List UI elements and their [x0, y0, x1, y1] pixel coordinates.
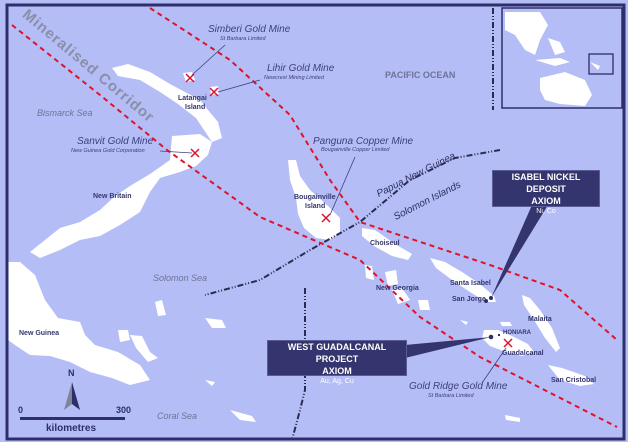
island-santa-isabel	[430, 258, 496, 302]
san-jorge-dot	[484, 299, 488, 303]
santa-isabel-label: Santa Isabel	[450, 280, 491, 287]
island-malaita	[522, 295, 560, 352]
scale-unit: kilometres	[46, 423, 97, 434]
mine-name-simberi: Simberi Gold Mine	[208, 24, 291, 35]
mine-operator-lihir: Newcrest Mining Limited	[264, 75, 324, 81]
mine-icon-gold-ridge	[503, 338, 513, 348]
new-britain-label: New Britain	[93, 193, 132, 200]
island-choiseul	[362, 228, 412, 260]
bougainville-label-2: Island	[305, 203, 326, 210]
solomon-sea-label: Solomon Sea	[153, 273, 208, 283]
project-company: AXIOM	[322, 366, 352, 376]
project-commodities: Ni, Co	[536, 208, 556, 215]
guadalcanal-label: Guadalcanal	[502, 350, 544, 357]
new-georgia-label: New Georgia	[376, 285, 419, 292]
inset-locator-map	[501, 7, 623, 109]
mine-icon-lihir	[209, 87, 219, 97]
scale-end: 300	[116, 405, 132, 415]
island-new-georgia	[365, 265, 430, 310]
mine-operator-sanvit: New Guinea Gold Corporation	[71, 148, 145, 154]
malaita-label: Malaita	[528, 316, 552, 323]
latangai-label-1: Latangai	[178, 95, 207, 102]
mine-name-lihir: Lihir Gold Mine	[267, 63, 335, 74]
mine-operator-panguna: Bougainville Copper Limited	[321, 147, 390, 153]
north-label: N	[68, 368, 75, 378]
mineralised-corridor-lines	[11, 7, 618, 428]
mine-icon-panguna	[321, 213, 331, 223]
scale-start: 0	[18, 405, 24, 415]
project-title: WEST GUADALCANAL PROJECT	[287, 342, 387, 364]
honiara-label: HONIARA	[503, 330, 531, 336]
latangai-label-2: Island	[185, 104, 206, 111]
corridor-line-lower	[11, 24, 618, 428]
mine-icon-sanvit	[190, 148, 200, 158]
corridor-line-upper	[149, 7, 618, 341]
guadalcanal-callout-pointer	[405, 337, 491, 358]
san-cristobal-label: San Cristobal	[551, 377, 597, 384]
project-company: AXIOM	[531, 196, 561, 206]
island-new-ireland	[112, 64, 222, 142]
mine-name-sanvit: Sanvit Gold Mine	[77, 136, 154, 147]
mine-operator-gold-ridge: St Barbara Limited	[428, 393, 474, 399]
isabel-callout-pointer	[491, 205, 548, 298]
project-commodities: Au, Ag, Cu	[320, 378, 354, 385]
mine-name-panguna: Panguna Copper Mine	[313, 136, 414, 147]
choiseul-label: Choiseul	[370, 240, 400, 247]
pacific-ocean-label: PACIFIC OCEAN	[385, 70, 456, 80]
png-solomon-border	[204, 8, 501, 441]
isabel-nickel-deposit-callout: ISABEL NICKEL DEPOSIT AXIOM Ni, Co	[492, 170, 600, 215]
west-guadalcanal-dot	[488, 334, 494, 340]
coral-sea-label: Coral Sea	[157, 411, 198, 421]
mine-name-gold-ridge: Gold Ridge Gold Mine	[409, 381, 508, 392]
bismarck-sea-label: Bismarck Sea	[37, 108, 93, 118]
mine-icon-simberi	[185, 73, 195, 83]
island-new-britain	[30, 134, 212, 258]
inset-focus-box	[588, 53, 614, 75]
san-jorge-label: San Jorge	[452, 296, 486, 303]
bougainville-label-1: Bougainville	[294, 194, 336, 201]
isabel-deposit-dot	[489, 296, 493, 300]
island-new-guinea	[8, 262, 150, 385]
new-guinea-label: New Guinea	[19, 330, 60, 337]
island-san-cristobal	[548, 365, 594, 386]
project-title: ISABEL NICKEL DEPOSIT	[511, 172, 581, 194]
north-arrow-icon	[64, 382, 80, 410]
mine-operator-simberi: St Barbara Limited	[220, 36, 266, 42]
scale-bar	[20, 417, 125, 420]
west-guadalcanal-callout: WEST GUADALCANAL PROJECT AXIOM Au, Ag, C…	[267, 340, 407, 385]
honiara-marker	[498, 334, 500, 336]
mine-icons	[185, 73, 513, 348]
